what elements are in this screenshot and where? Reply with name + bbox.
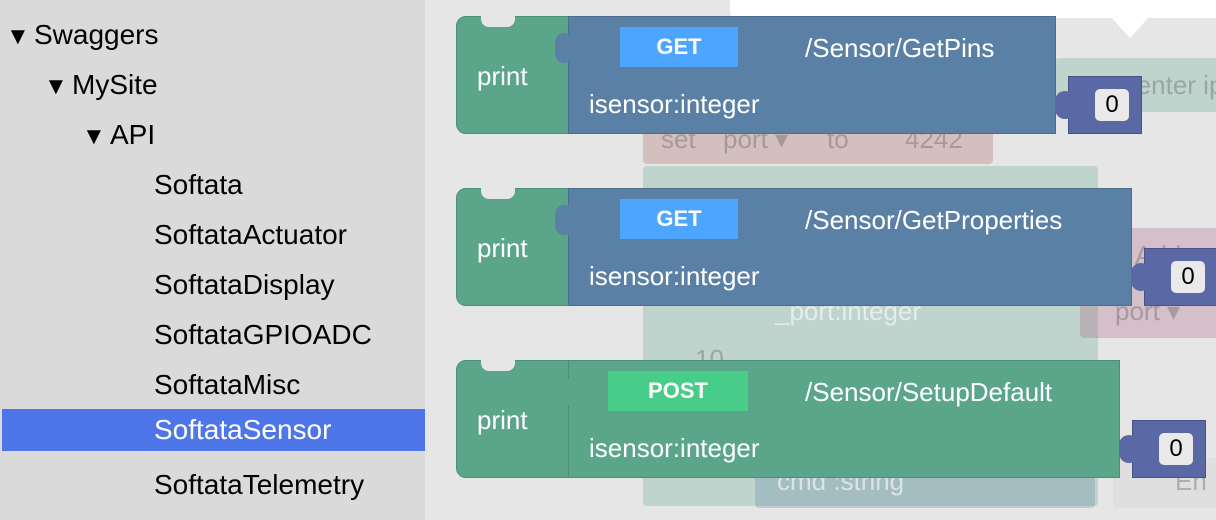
- tooltip-popup: [730, 0, 1216, 18]
- endpoint-path: /Sensor/SetupDefault: [805, 377, 1053, 407]
- block-notch: [481, 15, 515, 27]
- isensor-number-field[interactable]: 0: [1095, 89, 1129, 121]
- tree-item-softata[interactable]: Softata: [154, 169, 243, 200]
- socket-plug: [1131, 263, 1151, 291]
- blockly-workspace[interactable]: set port ▾ to 4242 e enter ip Addre _por…: [425, 0, 1216, 520]
- blocks-category-tree: ▼Swaggers ▼MySite ▼API Softata SoftataAc…: [0, 0, 425, 520]
- get-method-badge: GET: [620, 199, 738, 239]
- isensor-number-field[interactable]: 0: [1159, 433, 1193, 465]
- endpoint-path: /Sensor/GetProperties: [805, 205, 1063, 235]
- tree-item-softata-misc[interactable]: SoftataMisc: [154, 369, 301, 400]
- param-label: isensor:integer: [589, 433, 760, 463]
- tree-item-softata-telemetry[interactable]: SoftataTelemetry: [154, 469, 365, 500]
- tree-item-softata-gpioadc[interactable]: SoftataGPIOADC: [154, 319, 372, 350]
- post-method-badge: POST: [608, 371, 748, 411]
- param-label: isensor:integer: [589, 261, 760, 291]
- socket-plug: [1119, 435, 1139, 463]
- tree-item-mysite[interactable]: ▼MySite: [44, 66, 158, 104]
- block-connector: [555, 205, 573, 235]
- print-label: print: [477, 233, 528, 263]
- number-socket[interactable]: 0: [1055, 76, 1142, 134]
- socket-plug: [1055, 91, 1075, 119]
- tree-item-api[interactable]: ▼API: [82, 116, 155, 154]
- tree-item-softata-display[interactable]: SoftataDisplay: [154, 269, 335, 300]
- api-call-block[interactable]: POST /Sensor/SetupDefault isensor:intege…: [555, 360, 1120, 478]
- number-socket[interactable]: 0: [1131, 248, 1216, 306]
- print-label: print: [477, 405, 528, 435]
- expand-arrow-icon[interactable]: ▼: [82, 123, 106, 150]
- expand-arrow-icon[interactable]: ▼: [44, 73, 68, 100]
- isensor-number-field[interactable]: 0: [1171, 261, 1205, 293]
- api-call-block[interactable]: GET /Sensor/GetPins isensor:integer: [555, 16, 1056, 134]
- number-socket[interactable]: 0: [1119, 420, 1206, 478]
- tree-item-swaggers[interactable]: ▼Swaggers: [6, 16, 159, 54]
- api-call-block[interactable]: GET /Sensor/GetProperties isensor:intege…: [555, 188, 1132, 306]
- tree-item-softata-actuator[interactable]: SoftataActuator: [154, 219, 348, 250]
- get-method-badge: GET: [620, 27, 738, 67]
- tree-item-softata-sensor[interactable]: SoftataSensor: [2, 409, 425, 451]
- print-label: print: [477, 61, 528, 91]
- expand-arrow-icon[interactable]: ▼: [6, 23, 30, 50]
- endpoint-path: /Sensor/GetPins: [805, 33, 995, 63]
- block-notch: [481, 187, 515, 199]
- block-connector: [555, 33, 573, 63]
- block-notch: [481, 359, 515, 371]
- tooltip-pointer: [1110, 16, 1150, 38]
- block-connector: [555, 377, 573, 407]
- param-label: isensor:integer: [589, 89, 760, 119]
